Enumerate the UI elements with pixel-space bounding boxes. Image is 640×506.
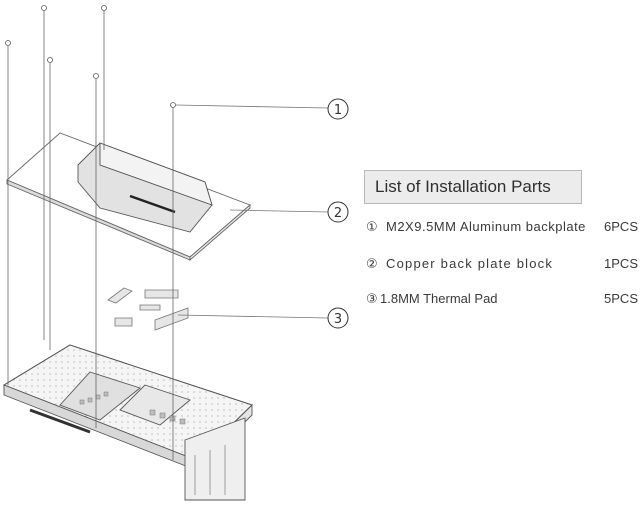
parts-list-item: ① M2X9.5MM Aluminum backplate 6PCS [366, 217, 638, 237]
part-number: ① [366, 219, 378, 234]
part-quantity: 1PCS [604, 256, 638, 271]
parts-list-title: List of Installation Parts [364, 170, 582, 204]
callout-number: 1 [334, 103, 342, 118]
callout-number: 2 [334, 206, 342, 221]
screw-guide-lines [7, 11, 174, 460]
callout-circle-2: 2 [327, 201, 349, 223]
callout-number: 3 [334, 312, 342, 327]
callout-leader-lines [175, 104, 329, 319]
parts-list-item: ③ 1.8MM Thermal Pad 5PCS [366, 289, 638, 309]
graphics-card-pcb [2, 344, 253, 501]
copper-back-plate-block [77, 142, 213, 233]
callout-circle-1: 1 [327, 98, 349, 120]
callout-circle-3: 3 [327, 307, 349, 329]
part-name: M2X9.5MM Aluminum backplate [386, 219, 586, 234]
part-name: Copper back plate block [386, 256, 554, 271]
parts-list-item: ② Copper back plate block 1PCS [366, 254, 638, 274]
screw-icon [5, 5, 176, 108]
part-number: ② [366, 256, 378, 271]
thermal-pads [107, 287, 189, 331]
part-name: 1.8MM Thermal Pad [380, 291, 498, 306]
part-number: ③ [366, 291, 378, 306]
part-quantity: 6PCS [604, 219, 638, 234]
exploded-view-diagram: 1 2 3 [2, 5, 349, 501]
part-quantity: 5PCS [604, 291, 638, 306]
